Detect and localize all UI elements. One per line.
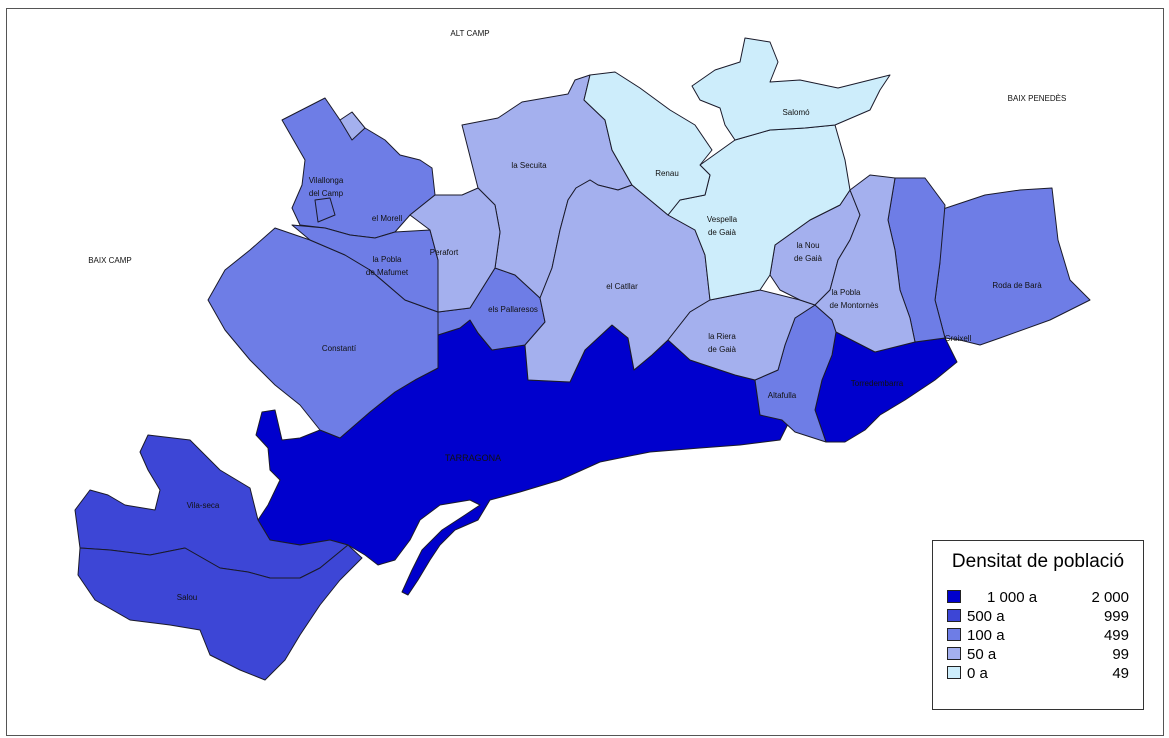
- legend-range-to: 2 000: [1091, 589, 1129, 606]
- legend: Densitat de població 1 000 a 2 000 500 a 99…: [932, 540, 1144, 710]
- label-vilaseca: Vila-seca: [187, 501, 220, 510]
- label-nou-1: la Nou: [796, 241, 819, 250]
- label-tarragona: TARRAGONA: [445, 453, 501, 463]
- label-torredembarra: Torredembarra: [851, 379, 904, 388]
- neighbor-baix-penedes: BAIX PENEDÈS: [1008, 94, 1067, 103]
- label-salou: Salou: [177, 593, 197, 602]
- region-salomo[interactable]: [691, 37, 891, 141]
- label-renau: Renau: [655, 169, 679, 178]
- legend-swatch: [947, 609, 961, 622]
- label-roda: Roda de Barà: [992, 281, 1042, 290]
- legend-swatch: [947, 647, 961, 660]
- legend-range-to: 99: [1112, 646, 1129, 663]
- label-pallaresos: els Pallaresos: [488, 305, 538, 314]
- label-salomo: Salomó: [782, 108, 810, 117]
- legend-range-from: 100 a: [967, 627, 1005, 644]
- map-frame: [6, 8, 1164, 736]
- label-vilallonga-1: Vilallonga: [309, 176, 344, 185]
- label-morell: el Morell: [372, 214, 402, 223]
- legend-range-to: 999: [1103, 608, 1129, 625]
- legend-range-from: 1 000 a: [987, 589, 1038, 606]
- label-perafort: Perafort: [430, 248, 459, 257]
- legend-range-to: 49: [1112, 665, 1129, 682]
- label-secuita: la Secuita: [511, 161, 547, 170]
- region-pobla-montornes[interactable]: [814, 174, 916, 353]
- region-perafort[interactable]: [409, 187, 501, 313]
- label-altafulla: Altafulla: [768, 391, 797, 400]
- legend-range-from: 500 a: [967, 608, 1005, 625]
- label-nou-2: de Gaià: [794, 254, 823, 263]
- legend-range-from: 0 a: [967, 665, 988, 682]
- region-enclave: [339, 111, 366, 141]
- legend-title: Densitat de població: [951, 551, 1125, 572]
- label-creixell: Creixell: [945, 334, 972, 343]
- label-pobla-mafumet-2: de Mafumet: [366, 268, 409, 277]
- label-pobla-mafumet-1: la Pobla: [373, 255, 402, 264]
- legend-range-to: 499: [1103, 627, 1129, 644]
- legend-swatch: [947, 628, 961, 641]
- neighbor-alt-camp: ALT CAMP: [450, 29, 489, 38]
- label-constanti: Constantí: [322, 344, 357, 353]
- label-catllar: el Catllar: [606, 282, 638, 291]
- label-vilallonga-2: del Camp: [309, 189, 344, 198]
- label-pobla-montornes-2: de Montornès: [830, 301, 879, 310]
- label-riera-2: de Gaià: [708, 345, 737, 354]
- legend-swatch: [947, 666, 961, 679]
- label-pobla-montornes-1: la Pobla: [832, 288, 861, 297]
- region-salou[interactable]: [77, 544, 363, 681]
- region-enclave: [314, 197, 336, 223]
- label-vespella-1: Vespella: [707, 215, 738, 224]
- legend-range-from: 50 a: [967, 646, 997, 663]
- label-riera-1: la Riera: [708, 332, 736, 341]
- neighbor-baix-camp: BAIX CAMP: [88, 256, 132, 265]
- label-vespella-2: de Gaià: [708, 228, 737, 237]
- region-renau[interactable]: [583, 71, 713, 216]
- legend-swatch: [947, 590, 961, 603]
